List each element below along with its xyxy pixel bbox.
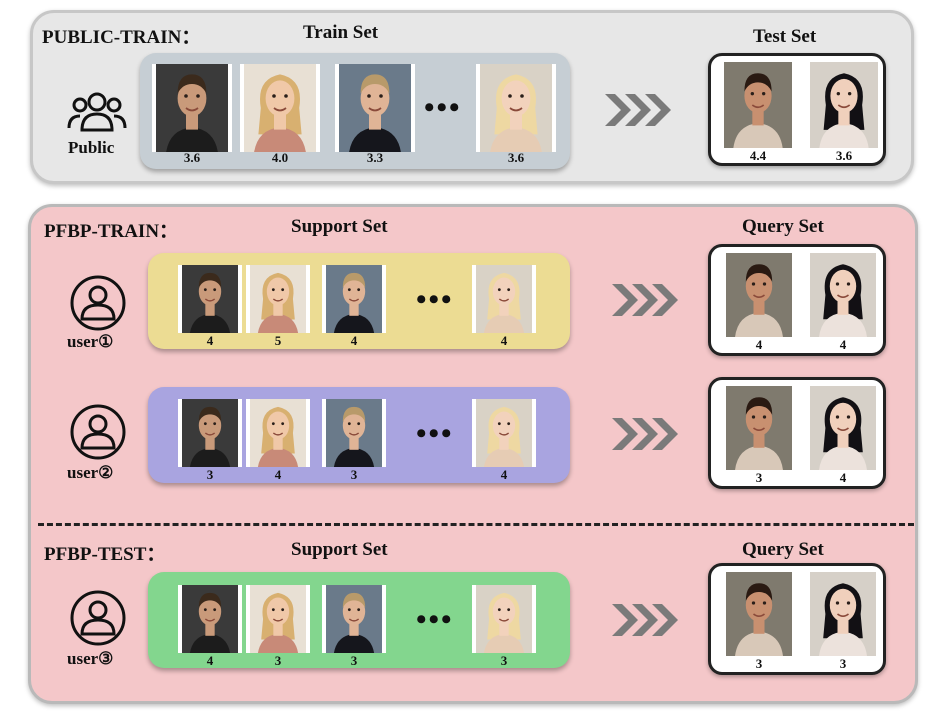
ellipsis: ••• (416, 283, 454, 316)
face-photo-icon (806, 572, 880, 656)
face-photo-icon (472, 265, 536, 333)
public-label: Public (68, 138, 115, 157)
face-photo-icon (476, 64, 556, 152)
face-photo-icon (178, 399, 242, 467)
face-photo-icon (246, 265, 310, 333)
support-score: 4 (206, 653, 214, 668)
train-score: 3.3 (366, 150, 384, 165)
support-score: 3 (350, 467, 358, 482)
support-score: 4 (274, 467, 282, 482)
ellipsis: ••• (424, 91, 462, 124)
people-group-icon (67, 92, 127, 132)
test-score: 4.4 (749, 148, 767, 163)
face-photo-icon (472, 585, 536, 653)
public-train-label: PUBLIC-TRAIN： (42, 27, 201, 48)
section-divider (38, 523, 914, 526)
face-photo-icon (152, 64, 232, 152)
support-score: 3 (350, 653, 358, 668)
query-score: 4 (755, 337, 763, 352)
pfbp-test-support-title: Support Set (291, 539, 388, 560)
support-score: 3 (206, 467, 214, 482)
query-score: 4 (839, 337, 847, 352)
train-score: 4.0 (271, 150, 289, 165)
train-score: 3.6 (183, 150, 201, 165)
user2-label: user② (67, 463, 114, 482)
face-photo-icon (322, 265, 386, 333)
support-score: 4 (350, 333, 358, 348)
support-score: 4 (206, 333, 214, 348)
ellipsis: ••• (416, 603, 454, 636)
support-score: 3 (500, 653, 508, 668)
face-photo-icon (722, 386, 796, 470)
face-photo-icon (335, 64, 415, 152)
pfbp-train-support-title: Support Set (291, 216, 388, 237)
user1-label: user① (67, 332, 114, 351)
query-score: 4 (839, 470, 847, 485)
face-photo-icon (322, 585, 386, 653)
chevron-arrows-icon (612, 604, 678, 636)
user3-label: user③ (67, 649, 114, 668)
pfbp-test-query-title: Query Set (742, 539, 824, 560)
query-score: 3 (839, 656, 847, 671)
chevron-arrows-icon (612, 418, 678, 450)
query-score: 3 (755, 470, 763, 485)
face-photo-icon (322, 399, 386, 467)
face-photo-icon (720, 62, 796, 148)
query-score: 3 (755, 656, 763, 671)
test-set-title: Test Set (753, 26, 817, 47)
face-photo-icon (806, 386, 880, 470)
face-photo-icon (806, 62, 882, 148)
chevron-arrows-icon (605, 94, 671, 126)
support-score: 4 (500, 467, 508, 482)
test-score: 3.6 (835, 148, 853, 163)
face-photo-icon (240, 64, 320, 152)
train-set-title: Train Set (303, 22, 379, 43)
face-photo-icon (472, 399, 536, 467)
pfbp-test-label: PFBP-TEST： (44, 544, 166, 565)
face-photo-icon (246, 399, 310, 467)
support-score: 4 (500, 333, 508, 348)
user-circle-icon (70, 590, 126, 646)
user-circle-icon (70, 275, 126, 331)
pfbp-train-label: PFBP-TRAIN： (44, 221, 179, 242)
support-score: 5 (274, 333, 282, 348)
face-photo-icon (178, 265, 242, 333)
face-photo-icon (178, 585, 242, 653)
face-photo-icon (246, 585, 310, 653)
face-photo-icon (722, 253, 796, 337)
ellipsis: ••• (416, 417, 454, 450)
pfbp-train-query-title: Query Set (742, 216, 824, 237)
face-photo-icon (722, 572, 796, 656)
support-score: 3 (274, 653, 282, 668)
chevron-arrows-icon (612, 284, 678, 316)
user-circle-icon (70, 404, 126, 460)
train-score: 3.6 (507, 150, 525, 165)
face-photo-icon (806, 253, 880, 337)
